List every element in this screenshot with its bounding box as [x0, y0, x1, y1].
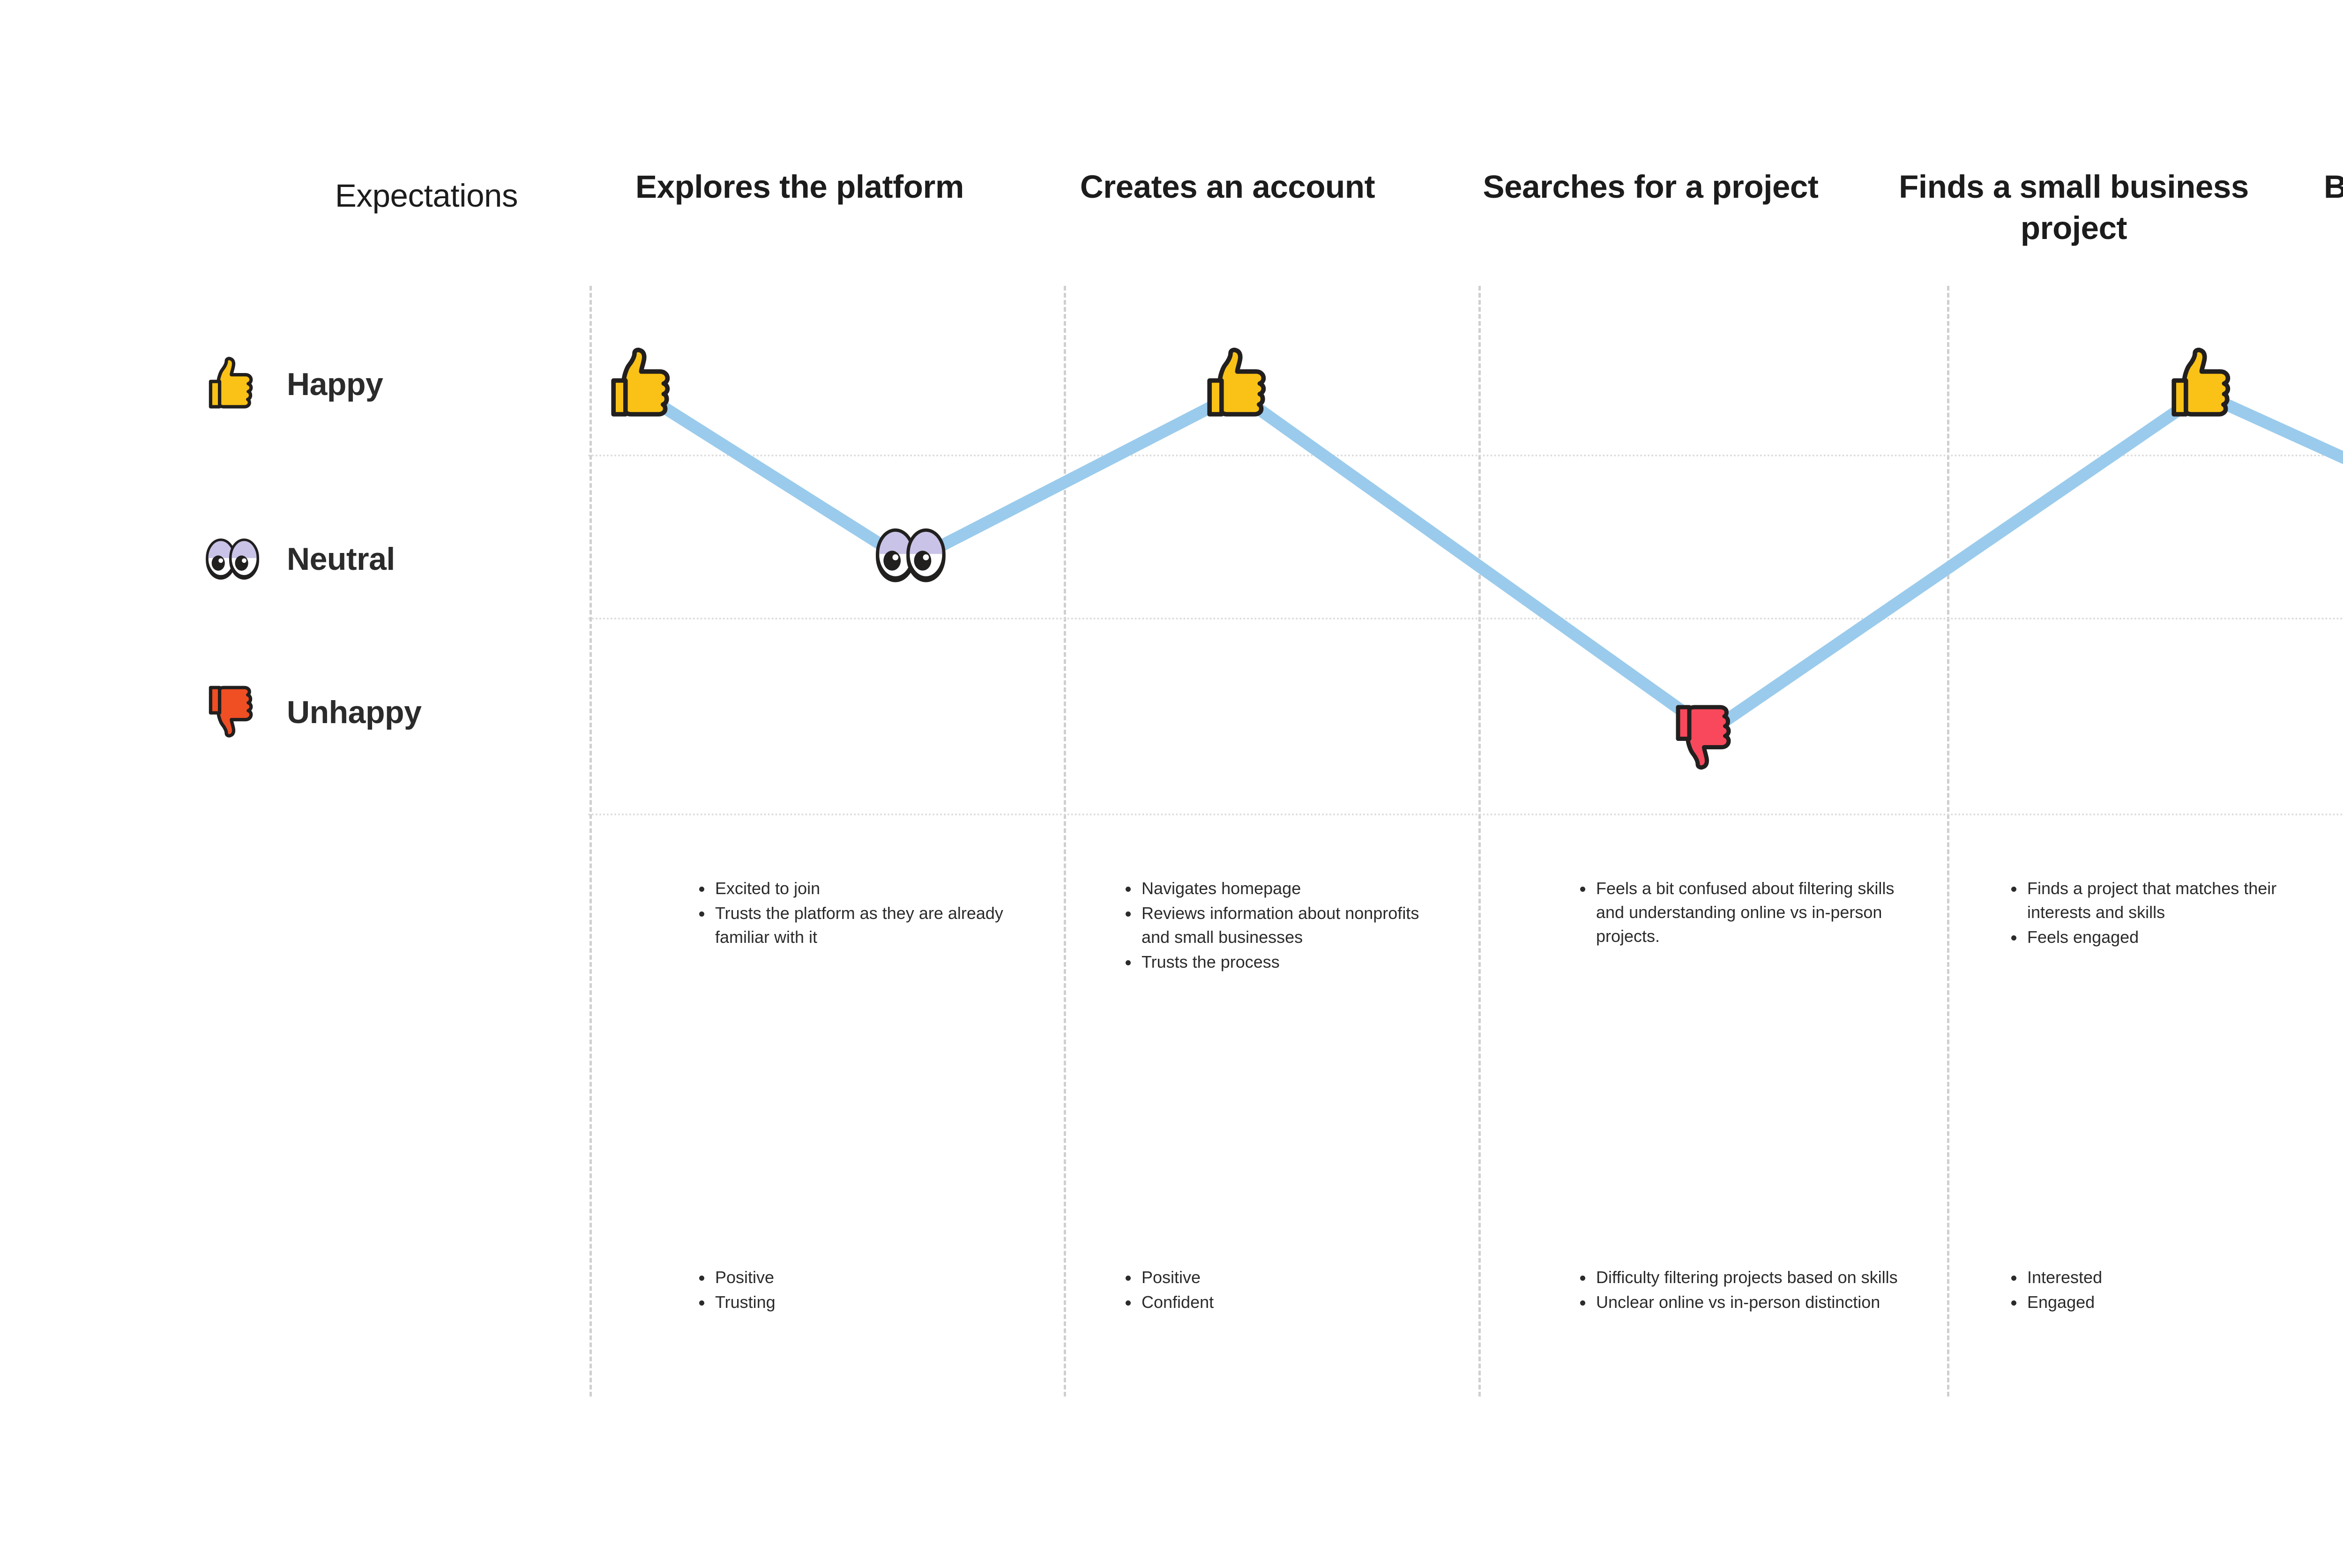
marker-stage-4-happy: [2163, 347, 2242, 422]
row-divider-neutral-unhappy: [588, 618, 2343, 620]
row-divider-unhappy-bottom: [588, 814, 2343, 815]
column-divider-3: [1478, 286, 1481, 1396]
expectations-axis-title: Expectations: [335, 178, 518, 214]
eyes-icon: [201, 531, 262, 587]
row-divider-happy-neutral: [588, 455, 2343, 456]
marker-stage-1-happy: [602, 347, 682, 422]
stage-3-emotions: Difficulty filtering projects based on s…: [1574, 1265, 1903, 1315]
stage-1-actions: Excited to join Trusts the platform as t…: [694, 876, 1022, 950]
axis-level-label-unhappy: Unhappy: [287, 694, 422, 730]
stage-header-4: Finds a small business project: [1899, 169, 2249, 246]
stage-2-actions: Navigates homepage Reviews information a…: [1120, 876, 1448, 975]
axis-level-label-happy: Happy: [287, 366, 383, 402]
marker-stage-3-unhappy: [1670, 703, 1749, 778]
list-item: Unclear online vs in-person distinction: [1580, 1290, 1903, 1314]
stage-4-emotions: Interested Engaged: [2006, 1265, 2334, 1315]
list-item: Difficulty filtering projects based on s…: [1580, 1265, 1903, 1289]
list-item: Positive: [699, 1265, 1022, 1289]
list-item: Navigates homepage: [1126, 876, 1448, 900]
list-item: Trusting: [699, 1290, 1022, 1314]
marker-midpoint-neutral: [870, 520, 950, 595]
list-item: Feels engaged: [2011, 925, 2334, 949]
stage-header-1: Explores the platform: [635, 169, 964, 205]
list-item: Confident: [1126, 1290, 1448, 1314]
stage-4-actions: Finds a project that matches their inter…: [2006, 876, 2334, 950]
list-item: Feels a bit confused about filtering ski…: [1580, 876, 1903, 948]
axis-level-unhappy: Unhappy: [201, 684, 586, 740]
column-divider-2: [1064, 286, 1066, 1396]
list-item: Reviews information about nonprofits and…: [1126, 901, 1448, 949]
stage-header-2: Creates an account: [1080, 169, 1375, 205]
list-item: Excited to join: [699, 876, 1022, 900]
marker-stage-2-happy: [1198, 347, 1278, 422]
list-item: Interested: [2011, 1265, 2334, 1289]
stage-3-actions: Feels a bit confused about filtering ski…: [1574, 876, 1903, 949]
list-item: Positive: [1126, 1265, 1448, 1289]
list-item: Finds a project that matches their inter…: [2011, 876, 2334, 924]
thumbs-up-icon: [201, 356, 262, 412]
axis-level-label-neutral: Neutral: [287, 541, 395, 577]
list-item: Engaged: [2011, 1290, 2334, 1314]
stage-1-emotions: Positive Trusting: [694, 1265, 1022, 1315]
list-item: Trusts the platform as they are already …: [699, 901, 1022, 949]
thumbs-down-icon: [201, 684, 262, 740]
list-item: Trusts the process: [1126, 950, 1448, 974]
stage-header-3: Searches for a project: [1483, 169, 1819, 205]
axis-level-happy: Happy: [201, 356, 586, 412]
stage-header-5: Books a session in the calendar: [2324, 169, 2343, 205]
axis-level-neutral: Neutral: [201, 531, 586, 587]
stage-2-emotions: Positive Confident: [1120, 1265, 1448, 1315]
column-divider-1: [589, 286, 592, 1396]
column-divider-4: [1947, 286, 1949, 1396]
